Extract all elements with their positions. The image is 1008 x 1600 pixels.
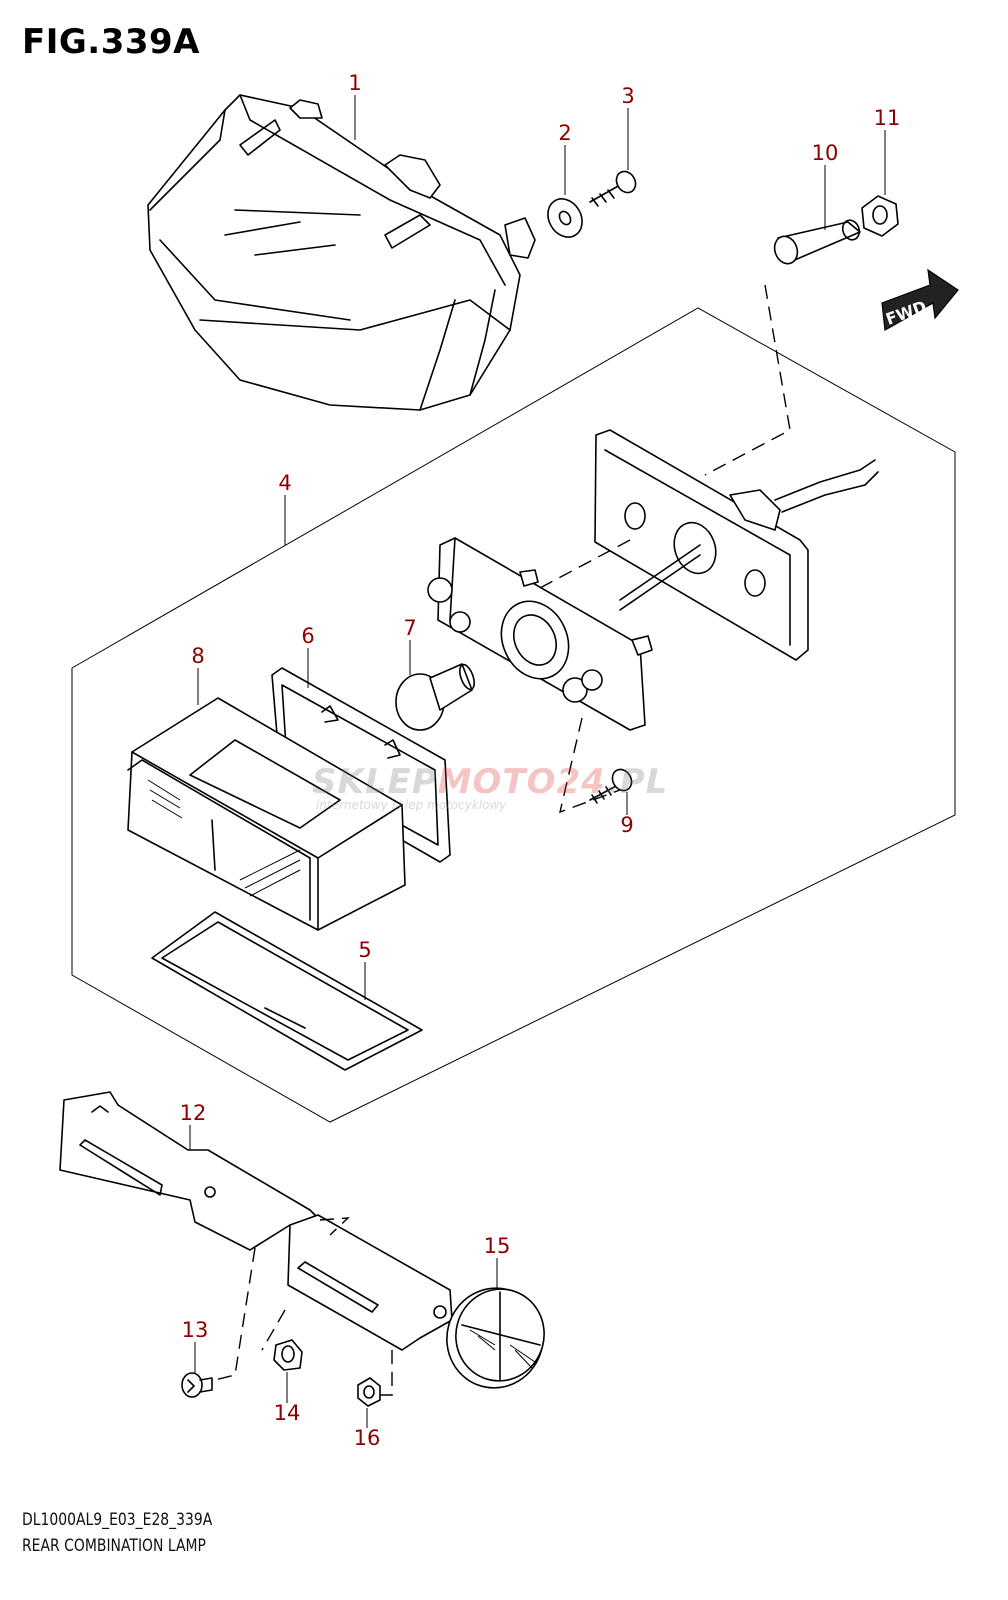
callout-5: 5 <box>358 938 371 962</box>
callout-2: 2 <box>558 121 571 145</box>
callout-10: 10 <box>812 141 839 165</box>
assembly-outline-box <box>71 307 956 1123</box>
figure-title: FIG.339A <box>22 22 200 62</box>
callout-16: 16 <box>354 1426 381 1450</box>
callout-8: 8 <box>191 644 204 668</box>
watermark-brand-d: .PL <box>605 762 669 802</box>
part-round-reflector <box>446 1287 545 1389</box>
callout-4: 4 <box>278 471 291 495</box>
watermark: SKLEPMOTO24.PL internetowy sklep motocyk… <box>312 762 668 812</box>
callout-6: 6 <box>301 624 314 648</box>
part-collar <box>773 219 861 265</box>
figure-name: REAR COMBINATION LAMP <box>22 1536 206 1556</box>
callout-13: 13 <box>182 1318 209 1342</box>
watermark-brand-a: SKLEP <box>312 762 438 802</box>
callout-7: 7 <box>403 616 416 640</box>
watermark-brand-c: 24 <box>556 762 606 802</box>
part-tail-lamp-housing <box>147 94 536 411</box>
part-washer <box>547 198 583 238</box>
callout-15: 15 <box>484 1234 511 1258</box>
part-socket-board <box>427 537 653 731</box>
part-bulb <box>395 663 475 731</box>
model-code: DL1000AL9_E03_E28_339A <box>22 1510 213 1530</box>
part-grommet <box>273 1339 303 1371</box>
callout-14: 14 <box>274 1401 301 1425</box>
callout-9: 9 <box>620 813 633 837</box>
callout-12: 12 <box>180 1101 207 1125</box>
callout-numbers: 1 2 3 4 5 6 7 8 9 10 11 12 13 14 15 16 <box>180 71 901 1450</box>
watermark-brand-b: MOTO <box>437 762 557 802</box>
part-nut-lower <box>357 1377 381 1407</box>
direction-arrow-fwd: FWD <box>881 268 959 331</box>
part-screw-upper <box>589 170 637 207</box>
part-lens <box>127 697 406 931</box>
callout-1: 1 <box>348 71 361 95</box>
callout-11: 11 <box>874 106 901 130</box>
part-bolt <box>181 1372 213 1398</box>
part-bracket <box>59 1091 453 1396</box>
leader-lines <box>189 95 886 1428</box>
part-reflector-plate <box>151 911 423 1071</box>
part-nut <box>861 195 899 237</box>
part-base-plate <box>594 429 879 661</box>
callout-3: 3 <box>621 84 634 108</box>
watermark-tagline: internetowy sklep motocyklowy <box>316 798 507 812</box>
part-screw-lower <box>559 717 633 814</box>
